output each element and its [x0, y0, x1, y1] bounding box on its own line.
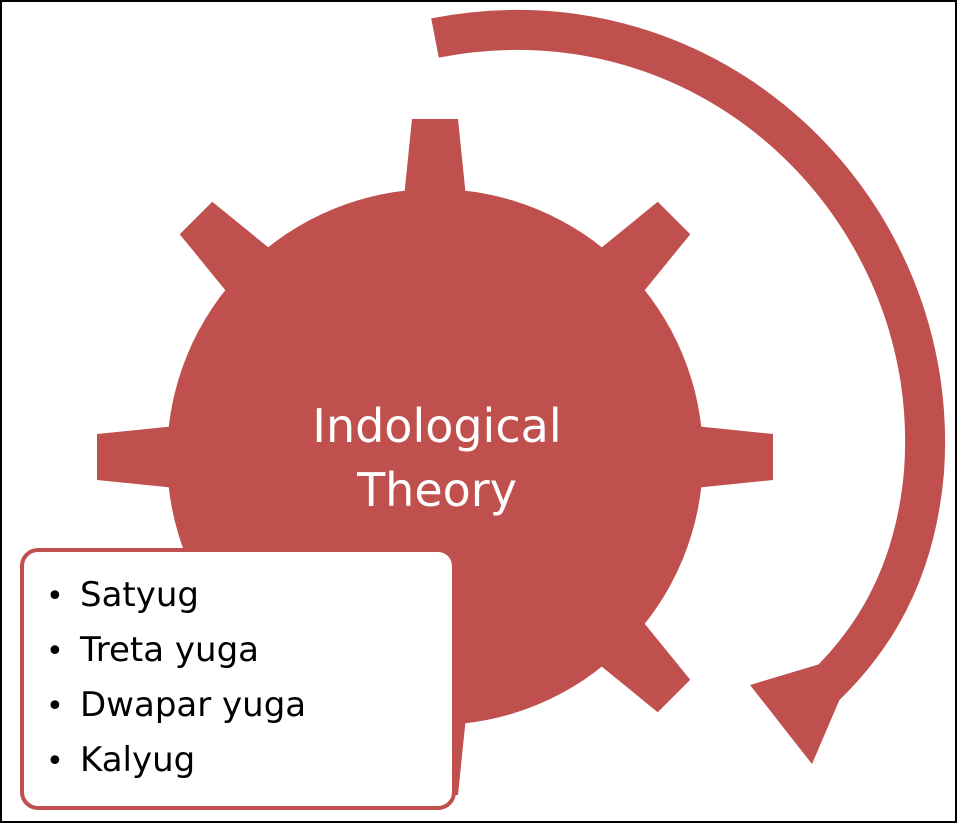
gear-tooth — [179, 201, 289, 311]
arrow-head — [750, 652, 860, 764]
list-item: • Kalyug — [46, 733, 452, 788]
bullet-icon: • — [46, 744, 64, 779]
arrow-shaft — [431, 10, 946, 723]
gear-label-line-2: Theory — [357, 463, 517, 517]
list-item-label: Satyug — [80, 575, 199, 615]
gear-tooth — [97, 424, 195, 490]
yuga-list-box: • Satyug • Treta yuga • Dwapar yuga • Kalyug — [20, 548, 456, 810]
bullet-icon: • — [46, 579, 64, 614]
bullet-icon: • — [46, 689, 64, 724]
bullet-icon: • — [46, 634, 64, 669]
list-item: • Treta yuga — [46, 623, 452, 678]
gear-label: Indological Theory — [257, 394, 617, 522]
gear-tooth — [581, 603, 691, 713]
list-item-label: Treta yuga — [80, 630, 259, 670]
gear-tooth — [581, 201, 691, 311]
gear-tooth — [402, 119, 468, 217]
yuga-list: • Satyug • Treta yuga • Dwapar yuga • Kalyug — [24, 552, 452, 788]
gear-label-line-1: Indological — [312, 399, 562, 453]
circular-arrow-icon — [431, 10, 946, 764]
list-item: • Dwapar yuga — [46, 678, 452, 733]
list-item: • Satyug — [46, 568, 452, 623]
list-item-label: Kalyug — [80, 740, 196, 780]
gear-tooth — [675, 424, 773, 490]
list-item-label: Dwapar yuga — [80, 685, 307, 725]
